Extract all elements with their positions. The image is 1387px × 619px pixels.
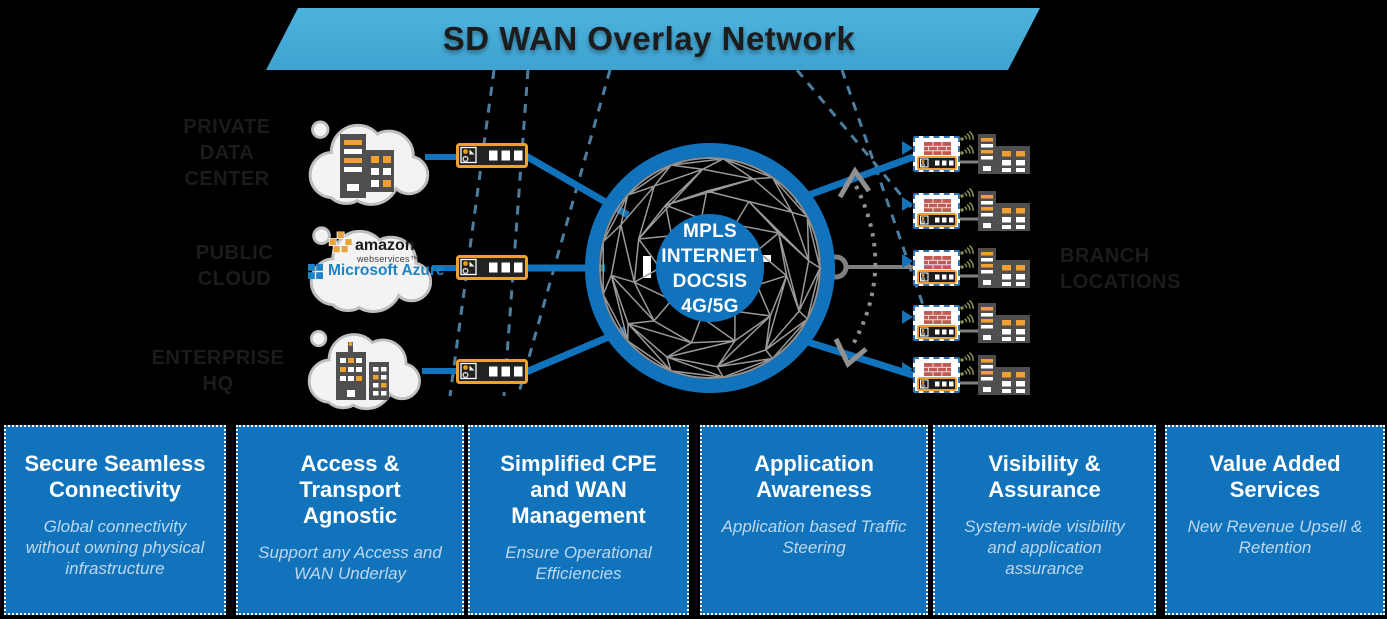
feature-card-visibility-assurance: Visibility & Assurance System-wide visib… <box>933 425 1156 615</box>
branch-cpe-box <box>913 250 960 286</box>
feature-subtitle: Support any Access and WAN Underlay <box>258 543 442 583</box>
azure-logo-text: Microsoft Azure <box>328 262 445 279</box>
feature-card-secure-connectivity: Secure Seamless Connectivity Global conn… <box>4 425 226 615</box>
branch-site-5 <box>913 357 1043 401</box>
branch-building-icon <box>978 355 1030 395</box>
cpe-icon <box>917 325 957 339</box>
overlay-tunnel-dashes-left <box>448 69 612 397</box>
path-selection-arrows <box>833 166 878 368</box>
firewall-brick-icon <box>924 199 951 212</box>
branch-locations-label: BRANCH LOCATIONS <box>1060 245 1181 293</box>
cpe-device-1 <box>456 143 528 168</box>
wifi-icon <box>959 349 975 363</box>
microsoft-logo-icon <box>308 264 323 279</box>
tunnel-arrowheads <box>902 141 913 376</box>
branch-building-icon <box>978 303 1030 343</box>
enterprise-buildings-icon <box>336 342 392 400</box>
datacenter-building-icon <box>340 132 396 198</box>
cpe-icon <box>917 156 957 170</box>
branch-cpe-box <box>913 136 960 172</box>
branch-site-4 <box>913 305 1043 349</box>
branch-building-icon <box>978 191 1030 231</box>
wifi-icon <box>959 199 975 213</box>
aws-logo-subtext: webservices™ <box>357 254 420 264</box>
feature-subtitle: Application based Traffic Steering <box>721 517 907 557</box>
branch-site-1 <box>913 136 1043 180</box>
cpe-icon <box>917 270 957 284</box>
branch-building-icon <box>978 248 1030 288</box>
wifi-icon <box>959 128 975 142</box>
wifi-icon <box>959 363 975 377</box>
feature-card-value-added-services: Value Added Services New Revenue Upsell … <box>1165 425 1385 615</box>
enterprise-hq-label: ENTERPRISE HQ <box>151 347 285 395</box>
wifi-icon <box>959 297 975 311</box>
feature-subtitle: Global connectivity without owning physi… <box>25 517 205 578</box>
aws-logo-text: amazon <box>355 237 415 254</box>
wifi-icon <box>959 242 975 256</box>
cpe-icon <box>917 213 957 227</box>
wifi-icon <box>959 256 975 270</box>
cpe-icon <box>917 377 957 391</box>
aws-cubes-icon <box>326 231 356 254</box>
core-line-internet: INTERNET <box>661 246 759 267</box>
cpe-device-3 <box>456 359 528 384</box>
public-cloud-label: PUBLIC CLOUD <box>195 242 274 290</box>
branch-site-2 <box>913 193 1043 237</box>
feature-card-application-awareness: Application Awareness Application based … <box>700 425 928 615</box>
branch-cpe-box <box>913 193 960 229</box>
core-line-docsis: DOCSIS <box>672 271 748 292</box>
wifi-icon <box>959 142 975 156</box>
feature-subtitle: New Revenue Upsell & Retention <box>1187 517 1363 557</box>
branch-site-3 <box>913 250 1043 294</box>
core-line-mpls: MPLS <box>683 221 737 242</box>
feature-title: Access & Transport Agnostic <box>299 451 401 528</box>
cpe-device-2 <box>456 255 528 280</box>
branch-building-icon <box>978 134 1030 174</box>
wifi-icon <box>959 311 975 325</box>
core-services-label: MPLS INTERNET DOCSIS 4G/5G <box>650 219 770 319</box>
firewall-brick-icon <box>924 363 951 376</box>
feature-title: Secure Seamless Connectivity <box>24 451 206 502</box>
banner: SD WAN Overlay Network <box>266 8 1040 70</box>
feature-subtitle: System-wide visibility and application a… <box>964 517 1125 578</box>
branch-cpe-box <box>913 305 960 341</box>
firewall-brick-icon <box>924 311 951 324</box>
wifi-icon <box>959 185 975 199</box>
feature-title: Visibility & Assurance <box>988 451 1101 502</box>
feature-title: Simplified CPE and WAN Management <box>500 451 657 528</box>
feature-card-simplified-cpe: Simplified CPE and WAN Management Ensure… <box>468 425 689 615</box>
feature-title: Application Awareness <box>754 451 874 502</box>
firewall-brick-icon <box>924 256 951 269</box>
feature-title: Value Added Services <box>1209 451 1341 502</box>
overlay-tunnel-dashes-right <box>795 69 935 335</box>
core-line-4g5g: 4G/5G <box>681 296 739 317</box>
private-datacenter-label: PRIVATE DATA CENTER <box>183 116 271 190</box>
feature-card-transport-agnostic: Access & Transport Agnostic Support any … <box>236 425 464 615</box>
branch-cpe-box <box>913 357 960 393</box>
feature-subtitle: Ensure Operational Efficiencies <box>505 543 652 583</box>
network-globe <box>585 143 835 393</box>
banner-title: SD WAN Overlay Network <box>442 20 856 57</box>
firewall-brick-icon <box>924 142 951 155</box>
